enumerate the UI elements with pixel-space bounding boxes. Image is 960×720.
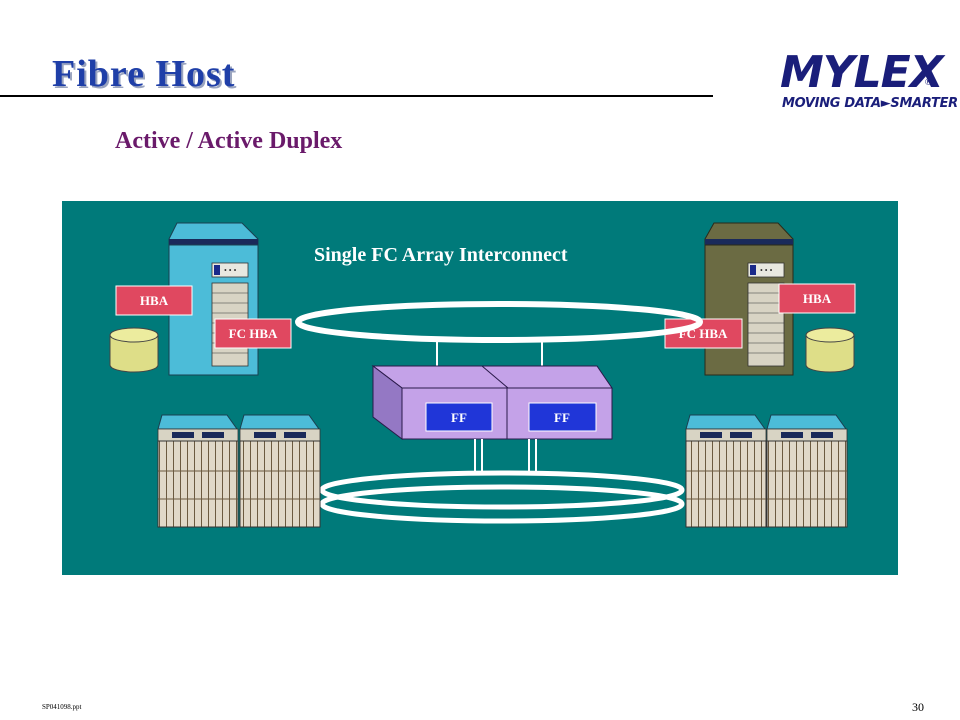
disk-enclosure-right-1 bbox=[685, 414, 767, 528]
fc-array-diagram: Single FC Array Interconnect • • • HBA F… bbox=[62, 201, 898, 575]
left-hba-label: HBA bbox=[140, 293, 169, 308]
footer-filename: SP041098.ppt bbox=[42, 703, 82, 711]
mylex-logo: MYLEX ® MOVING DATA►SMARTER bbox=[778, 50, 958, 120]
right-ff-label: FF bbox=[554, 410, 570, 425]
page-number: 30 bbox=[912, 700, 924, 714]
left-ff-controller bbox=[425, 402, 493, 432]
slide-subtitle: Active / Active Duplex bbox=[115, 128, 343, 154]
right-ff-controller bbox=[528, 402, 597, 432]
title-underline bbox=[0, 95, 713, 97]
left-hba-box bbox=[115, 285, 193, 316]
bottom-fc-loop-2 bbox=[319, 484, 685, 524]
slide-title: Fibre Host bbox=[52, 53, 236, 95]
right-hba-box bbox=[778, 283, 856, 314]
disk-enclosure-left-1 bbox=[157, 414, 239, 528]
left-host-disk bbox=[109, 327, 159, 373]
diagram-title: Single FC Array Interconnect bbox=[314, 244, 568, 266]
left-fc-hba-box bbox=[214, 318, 292, 349]
disk-enclosure-left-2 bbox=[239, 414, 321, 528]
logo-tagline: MOVING DATA►SMARTER bbox=[782, 96, 958, 111]
svg-text:• • •: • • • bbox=[760, 266, 773, 275]
right-fc-hba-box bbox=[664, 318, 743, 349]
bottom-fc-loop-1 bbox=[319, 470, 685, 510]
top-fc-loop bbox=[295, 301, 703, 343]
left-fc-hba-label: FC HBA bbox=[229, 326, 278, 341]
logo-word: MYLEX bbox=[780, 47, 944, 98]
disk-enclosure-right-2 bbox=[766, 414, 848, 528]
right-host-disk bbox=[805, 327, 855, 373]
svg-text:• • •: • • • bbox=[224, 266, 237, 275]
right-hba-label: HBA bbox=[803, 291, 832, 306]
right-host-server: • • • bbox=[704, 222, 794, 376]
left-ff-label: FF bbox=[451, 410, 467, 425]
logo-registered-mark: ® bbox=[924, 78, 933, 88]
